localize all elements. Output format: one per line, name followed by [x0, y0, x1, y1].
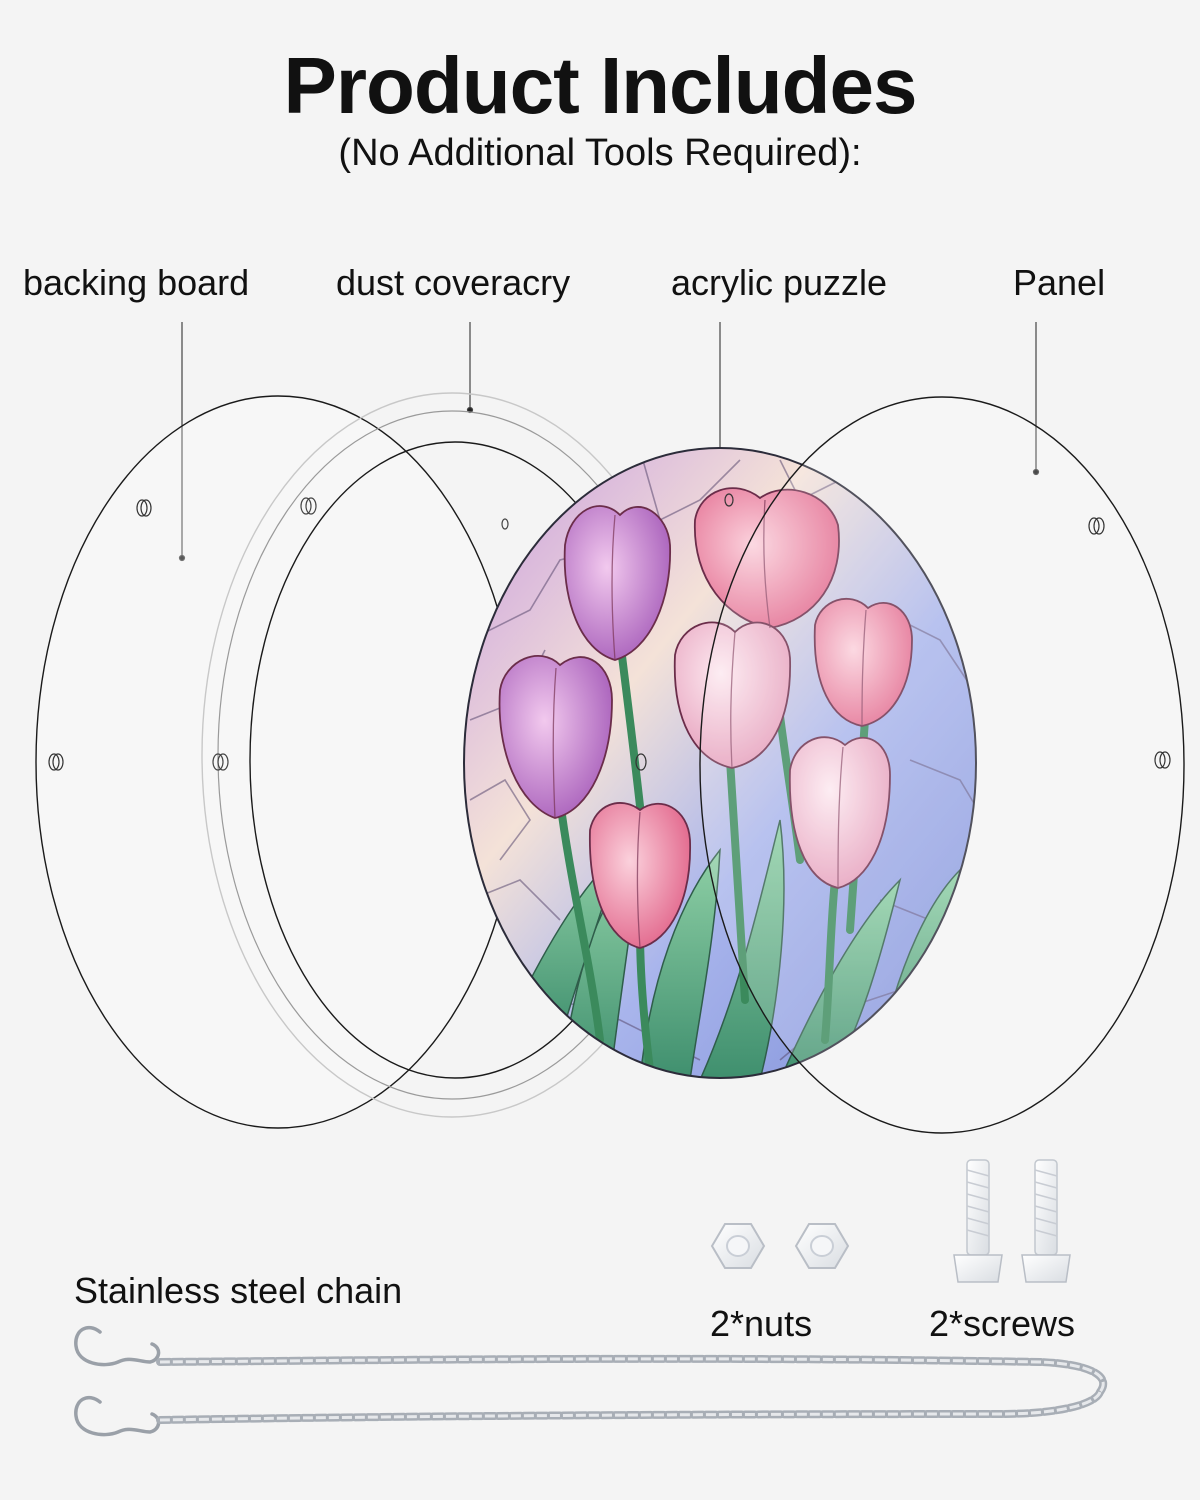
page-subtitle: (No Additional Tools Required):	[338, 132, 862, 174]
backing-board	[35, 395, 521, 1129]
chain-assembly	[74, 1325, 1108, 1437]
nuts-label: 2*nuts	[710, 1303, 813, 1344]
page-title: Product Includes	[283, 41, 918, 130]
screw-icon	[953, 1159, 1003, 1283]
screws-label: 2*screws	[929, 1303, 1076, 1344]
dust-cover-label: dust coveracry	[336, 262, 571, 303]
leader-lines	[178, 322, 1040, 562]
nut-icon	[794, 1223, 850, 1269]
s-hook-icon	[74, 1325, 161, 1437]
panel-label: Panel	[1013, 262, 1106, 303]
screw-icon	[1021, 1159, 1071, 1283]
chain-label: Stainless steel chain	[74, 1270, 403, 1311]
screws	[953, 1159, 1071, 1283]
backing-board-label: backing board	[23, 262, 250, 303]
acrylic-puzzle-artwork	[463, 447, 977, 1079]
nut-icon	[710, 1223, 766, 1269]
front-panel	[635, 396, 1185, 1134]
chain-upper	[156, 1354, 1108, 1396]
acrylic-puzzle-label: acrylic puzzle	[671, 262, 888, 303]
nuts	[710, 1223, 850, 1269]
